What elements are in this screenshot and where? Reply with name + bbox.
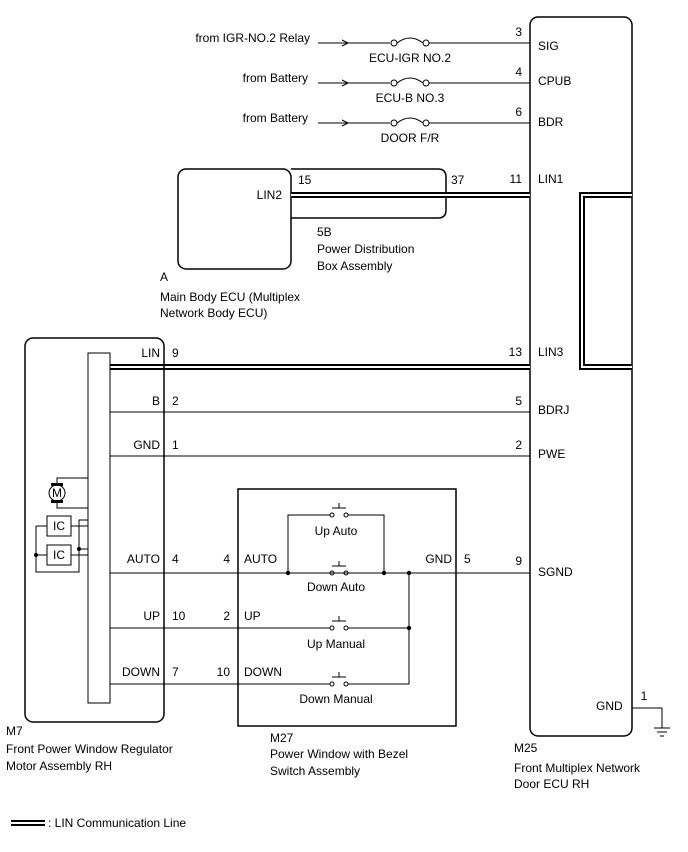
- motor-pin-up: 10: [172, 609, 186, 623]
- terminal-pwe: PWE: [538, 447, 565, 461]
- sw-pin-auto: 4: [223, 552, 230, 566]
- ic-label-2: IC: [53, 548, 65, 562]
- pin-sig: 3: [515, 25, 522, 39]
- lin-line-loop: [579, 192, 632, 370]
- pdb-pin-37: 37: [451, 173, 465, 187]
- fuse-label-ecu-igr-no2: ECU-IGR NO.2: [369, 51, 451, 65]
- legend: : LIN Communication Line: [11, 816, 186, 830]
- pin-bdrj: 5: [515, 394, 522, 408]
- motor-terminal-down: DOWN: [122, 665, 160, 679]
- motor-pin-gnd: 1: [172, 438, 179, 452]
- switch-code: M27: [270, 731, 294, 745]
- main-ecu-name-line2: Network Body ECU): [160, 306, 267, 320]
- switch-up-manual: Up Manual: [238, 616, 412, 651]
- sw-pin-down: 10: [217, 665, 231, 679]
- fuse-label-ecu-b-no3: ECU-B NO.3: [376, 91, 445, 105]
- motor-terminal-auto: AUTO: [127, 552, 160, 566]
- sw-terminal-up: UP: [244, 609, 261, 623]
- motor-pin-auto: 4: [172, 552, 179, 566]
- switch-assembly-m27: AUTO 4 UP 2 DOWN 10 GND 5 Up Auto Down A…: [217, 488, 471, 778]
- terminal-sgnd: SGND: [538, 565, 573, 579]
- fuse-input-door: from Battery DOOR F/R 6 BDR: [243, 105, 564, 145]
- terminal-lin2: LIN2: [257, 188, 283, 202]
- motor-terminal-lin: LIN: [141, 346, 160, 360]
- main-ecu-name-line1: Main Body ECU (Multiplex: [160, 290, 300, 304]
- switch-down-auto: Down Auto: [285, 561, 412, 594]
- motor-pin-b: 2: [172, 394, 179, 408]
- power-distribution-box: 15 37 5B Power Distribution Box Assembly: [291, 168, 465, 273]
- motor-terminal-up: UP: [143, 609, 160, 623]
- fuse-input-ecu-b: from Battery ECU-B NO.3 4 CPUB: [243, 65, 572, 105]
- terminal-bdr: BDR: [538, 115, 564, 129]
- pdb-pin-15: 15: [298, 173, 312, 187]
- label-down-auto: Down Auto: [307, 580, 365, 594]
- label-up-auto: Up Auto: [315, 524, 358, 538]
- pin-cpub: 4: [515, 65, 522, 79]
- switch-name-line2: Switch Assembly: [270, 764, 360, 778]
- legend-text: : LIN Communication Line: [48, 816, 186, 830]
- fuse-input-igr: from IGR-NO.2 Relay ECU-IGR NO.2 3 SIG: [195, 25, 558, 65]
- switch-name-line1: Power Window with Bezel: [270, 747, 408, 761]
- ecu-name-line2: Door ECU RH: [514, 777, 589, 791]
- ecu-code: M25: [514, 741, 538, 755]
- terminal-cpub: CPUB: [538, 74, 571, 88]
- pdb-name-line1: Power Distribution: [317, 242, 414, 256]
- ecu-name-line1: Front Multiplex Network: [514, 761, 641, 775]
- main-body-ecu: LIN2 A Main Body ECU (Multiplex Network …: [160, 168, 300, 320]
- ic-wiring: [34, 519, 88, 573]
- motor-icon: M: [48, 477, 88, 509]
- sw-terminal-auto: AUTO: [244, 552, 277, 566]
- motor-terminal-gnd: GND: [133, 438, 160, 452]
- ic-label-1: IC: [53, 519, 65, 533]
- source-label-igr: from IGR-NO.2 Relay: [195, 31, 310, 45]
- pdb-code: 5B: [317, 225, 332, 239]
- motor-name-line2: Motor Assembly RH: [6, 759, 112, 773]
- motor-pin-down: 7: [172, 665, 179, 679]
- motor-pin-lin: 9: [172, 346, 179, 360]
- pin-lin3: 13: [509, 345, 523, 359]
- pin-lin1: 11: [510, 172, 523, 186]
- pin-bdr: 6: [515, 105, 522, 119]
- switch-up-auto: Up Auto: [287, 503, 385, 573]
- pin-gnd-ecu: 1: [641, 689, 648, 703]
- pin-pwe: 2: [515, 438, 522, 452]
- motor-terminal-b: B: [152, 394, 160, 408]
- fuse-label-door-fr: DOOR F/R: [381, 131, 440, 145]
- motor-code: M7: [6, 724, 23, 738]
- motor-symbol: M: [52, 486, 62, 500]
- ic-icon-2: IC: [46, 544, 72, 566]
- sw-terminal-down: DOWN: [244, 665, 282, 679]
- source-label-battery-1: from Battery: [243, 71, 308, 85]
- label-down-manual: Down Manual: [299, 692, 372, 706]
- motor-name-line1: Front Power Window Regulator: [6, 742, 173, 756]
- sw-pin-up: 2: [223, 609, 230, 623]
- motor-assembly-m7: LIN 9 B 2 GND 1 AUTO 4 UP 10 DOWN 7 M IC: [6, 337, 530, 773]
- terminal-lin3: LIN3: [538, 345, 564, 359]
- sw-terminal-gnd: GND: [425, 552, 452, 566]
- terminal-lin1: LIN1: [538, 172, 564, 186]
- terminal-bdrj: BDRJ: [538, 403, 569, 417]
- ground-icon: [632, 707, 670, 737]
- main-ecu-code: A: [160, 270, 168, 284]
- source-label-battery-2: from Battery: [243, 111, 308, 125]
- pdb-name-line2: Box Assembly: [317, 259, 392, 273]
- door-ecu-m25: LIN1 11 LIN3 13 BDRJ 5 PWE 2 SGND 9 GND …: [509, 16, 648, 791]
- switch-down-manual: Down Manual: [238, 573, 410, 706]
- label-up-manual: Up Manual: [307, 637, 365, 651]
- terminal-sig: SIG: [538, 39, 559, 53]
- pin-sgnd: 9: [515, 554, 522, 568]
- terminal-gnd-ecu: GND: [596, 699, 623, 713]
- sw-pin-gnd: 5: [464, 552, 471, 566]
- ic-icon-1: IC: [46, 515, 72, 537]
